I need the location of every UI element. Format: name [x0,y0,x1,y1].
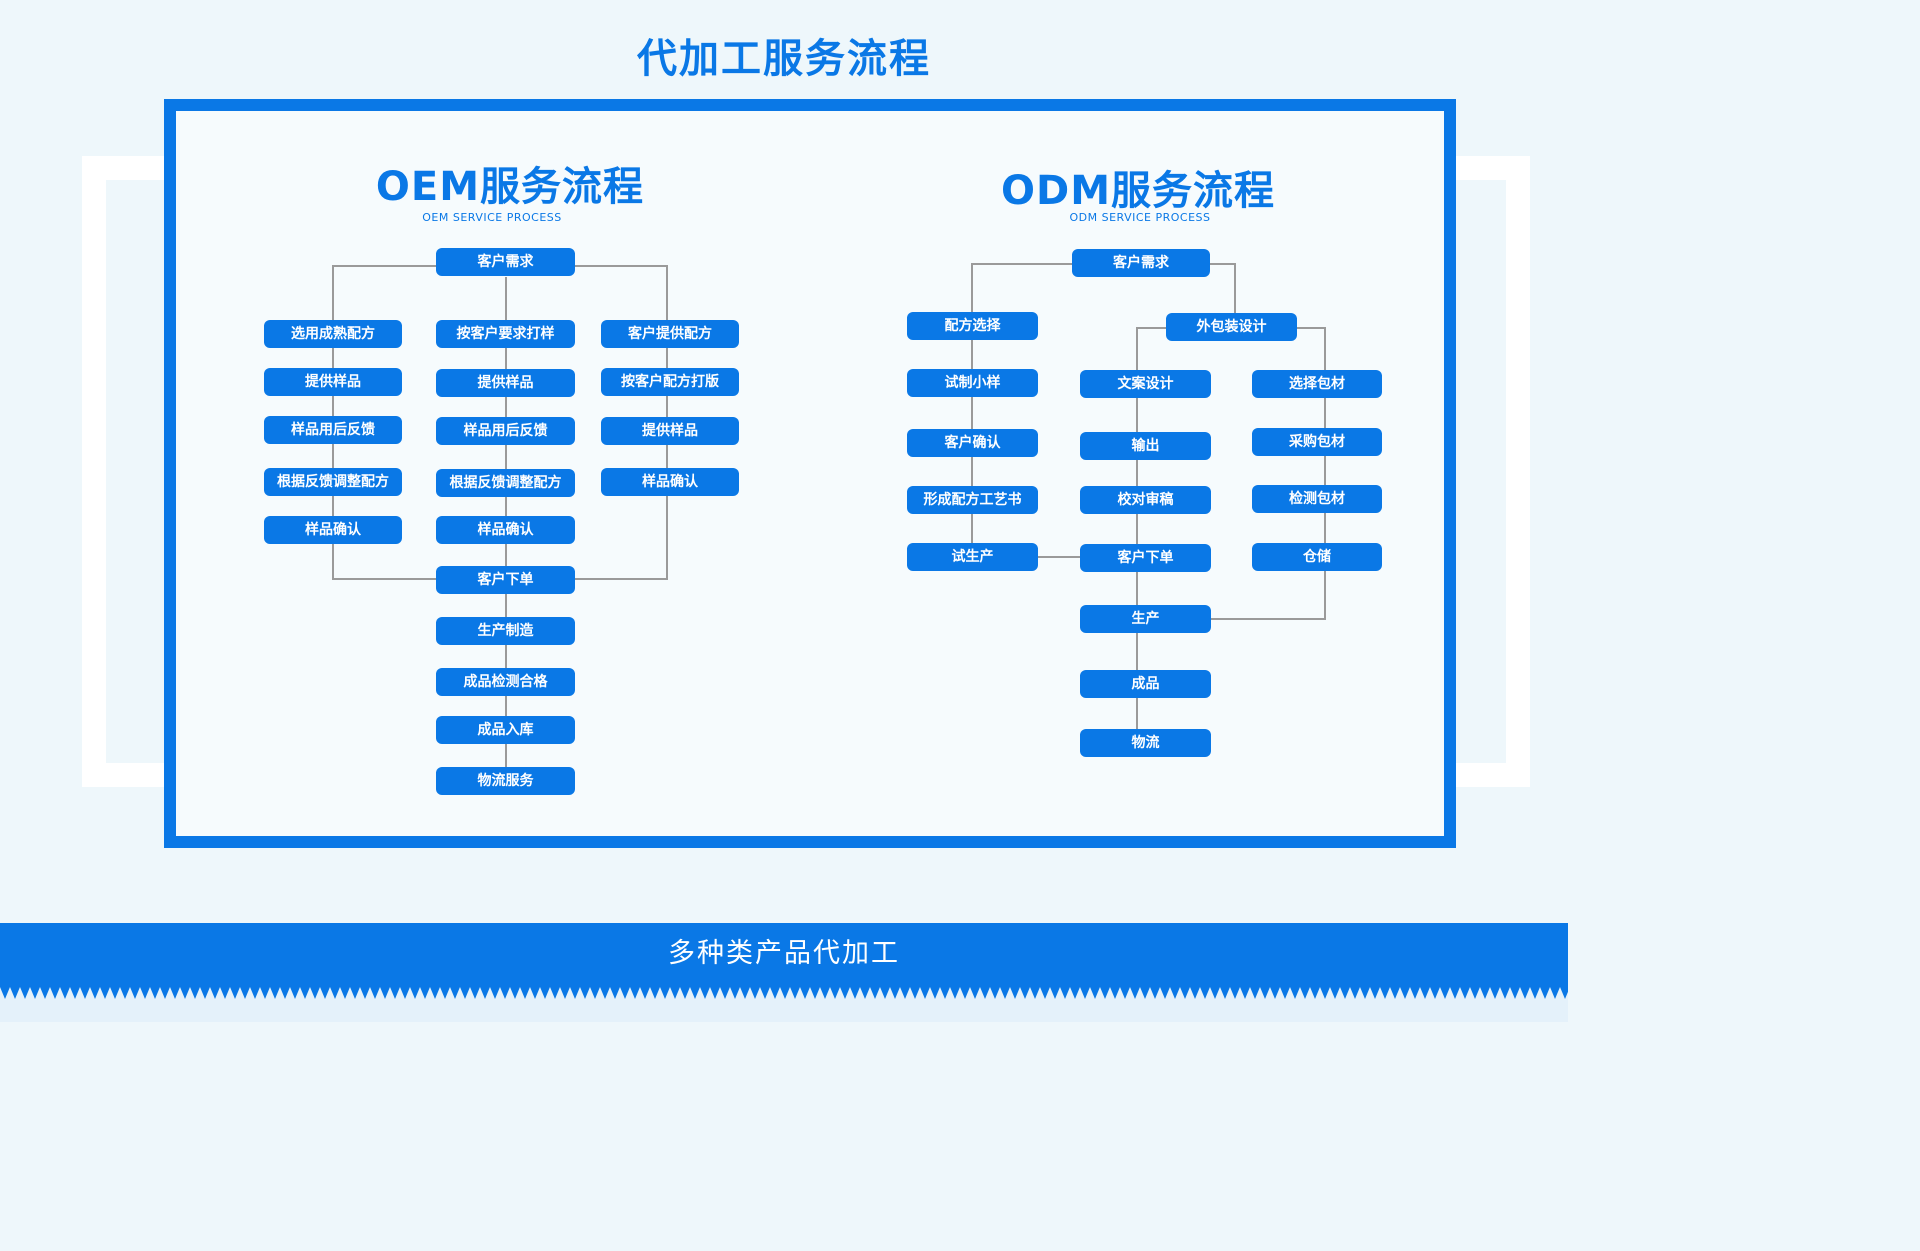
odm-node-logistics: 物流 [1080,729,1211,757]
odm-node-formula-selection: 配方选择 [907,312,1038,340]
odm-node-output: 输出 [1080,432,1211,460]
odm-node-purchase-material: 采购包材 [1252,428,1382,456]
oem-node-sample-confirm: 样品确认 [436,516,575,544]
odm-node-packaging-design: 外包装设计 [1166,313,1297,341]
odm-node-trial-sample: 试制小样 [907,369,1038,397]
odm-node-place-order: 客户下单 [1080,544,1211,572]
oem-node-sample-feedback: 样品用后反馈 [264,416,402,444]
odm-title: ODM服务流程 [1000,168,1275,214]
oem-node-mature-formula: 选用成熟配方 [264,320,402,348]
odm-node-customer-confirm: 客户确认 [907,429,1038,457]
oem-node-custom-sample: 按客户要求打样 [436,320,575,348]
odm-node-production: 生产 [1080,605,1211,633]
odm-node-trial-production: 试生产 [907,543,1038,571]
oem-node-adjust-formula: 根据反馈调整配方 [436,469,575,497]
oem-node-client-formula: 客户提供配方 [601,320,739,348]
footer-banner-text: 多种类产品代加工 [668,938,900,969]
oem-node-formula-proof: 按客户配方打版 [601,368,739,396]
odm-node-process-document: 形成配方工艺书 [907,486,1038,514]
odm-node-finished-product: 成品 [1080,670,1211,698]
odm-node-proofreading: 校对审稿 [1080,486,1211,514]
oem-node-provide-sample: 提供样品 [436,369,575,397]
oem-node-logistics: 物流服务 [436,767,575,795]
oem-node-place-order: 客户下单 [436,566,575,594]
bottom-strip [0,999,1568,1022]
odm-node-test-material: 检测包材 [1252,485,1382,513]
connector [1210,263,1236,313]
footer-banner: 多种类产品代加工 [0,923,1568,997]
oem-subtitle: OEM SERVICE PROCESS [422,211,562,224]
oem-node-quality-check: 成品检测合格 [436,668,575,696]
page-title: 代加工服务流程 [637,36,931,82]
odm-node-storage: 仓储 [1252,543,1382,571]
oem-node-provide-sample: 提供样品 [601,417,739,445]
oem-node-adjust-formula: 根据反馈调整配方 [264,468,402,496]
oem-title: OEM服务流程 [375,164,645,210]
oem-node-customer-demand: 客户需求 [436,248,575,276]
odm-node-select-material: 选择包材 [1252,370,1382,398]
connector [1211,327,1326,620]
oem-node-provide-sample: 提供样品 [264,368,402,396]
oem-node-warehousing: 成品入库 [436,716,575,744]
odm-subtitle: ODM SERVICE PROCESS [1069,211,1211,224]
oem-node-sample-confirm: 样品确认 [264,516,402,544]
odm-node-customer-demand: 客户需求 [1072,249,1210,277]
oem-node-sample-feedback: 样品用后反馈 [436,417,575,445]
connector [971,263,1072,557]
oem-node-sample-confirm: 样品确认 [601,468,739,496]
odm-node-copywriting: 文案设计 [1080,370,1211,398]
oem-node-manufacturing: 生产制造 [436,617,575,645]
zigzag-edge [0,987,1568,999]
